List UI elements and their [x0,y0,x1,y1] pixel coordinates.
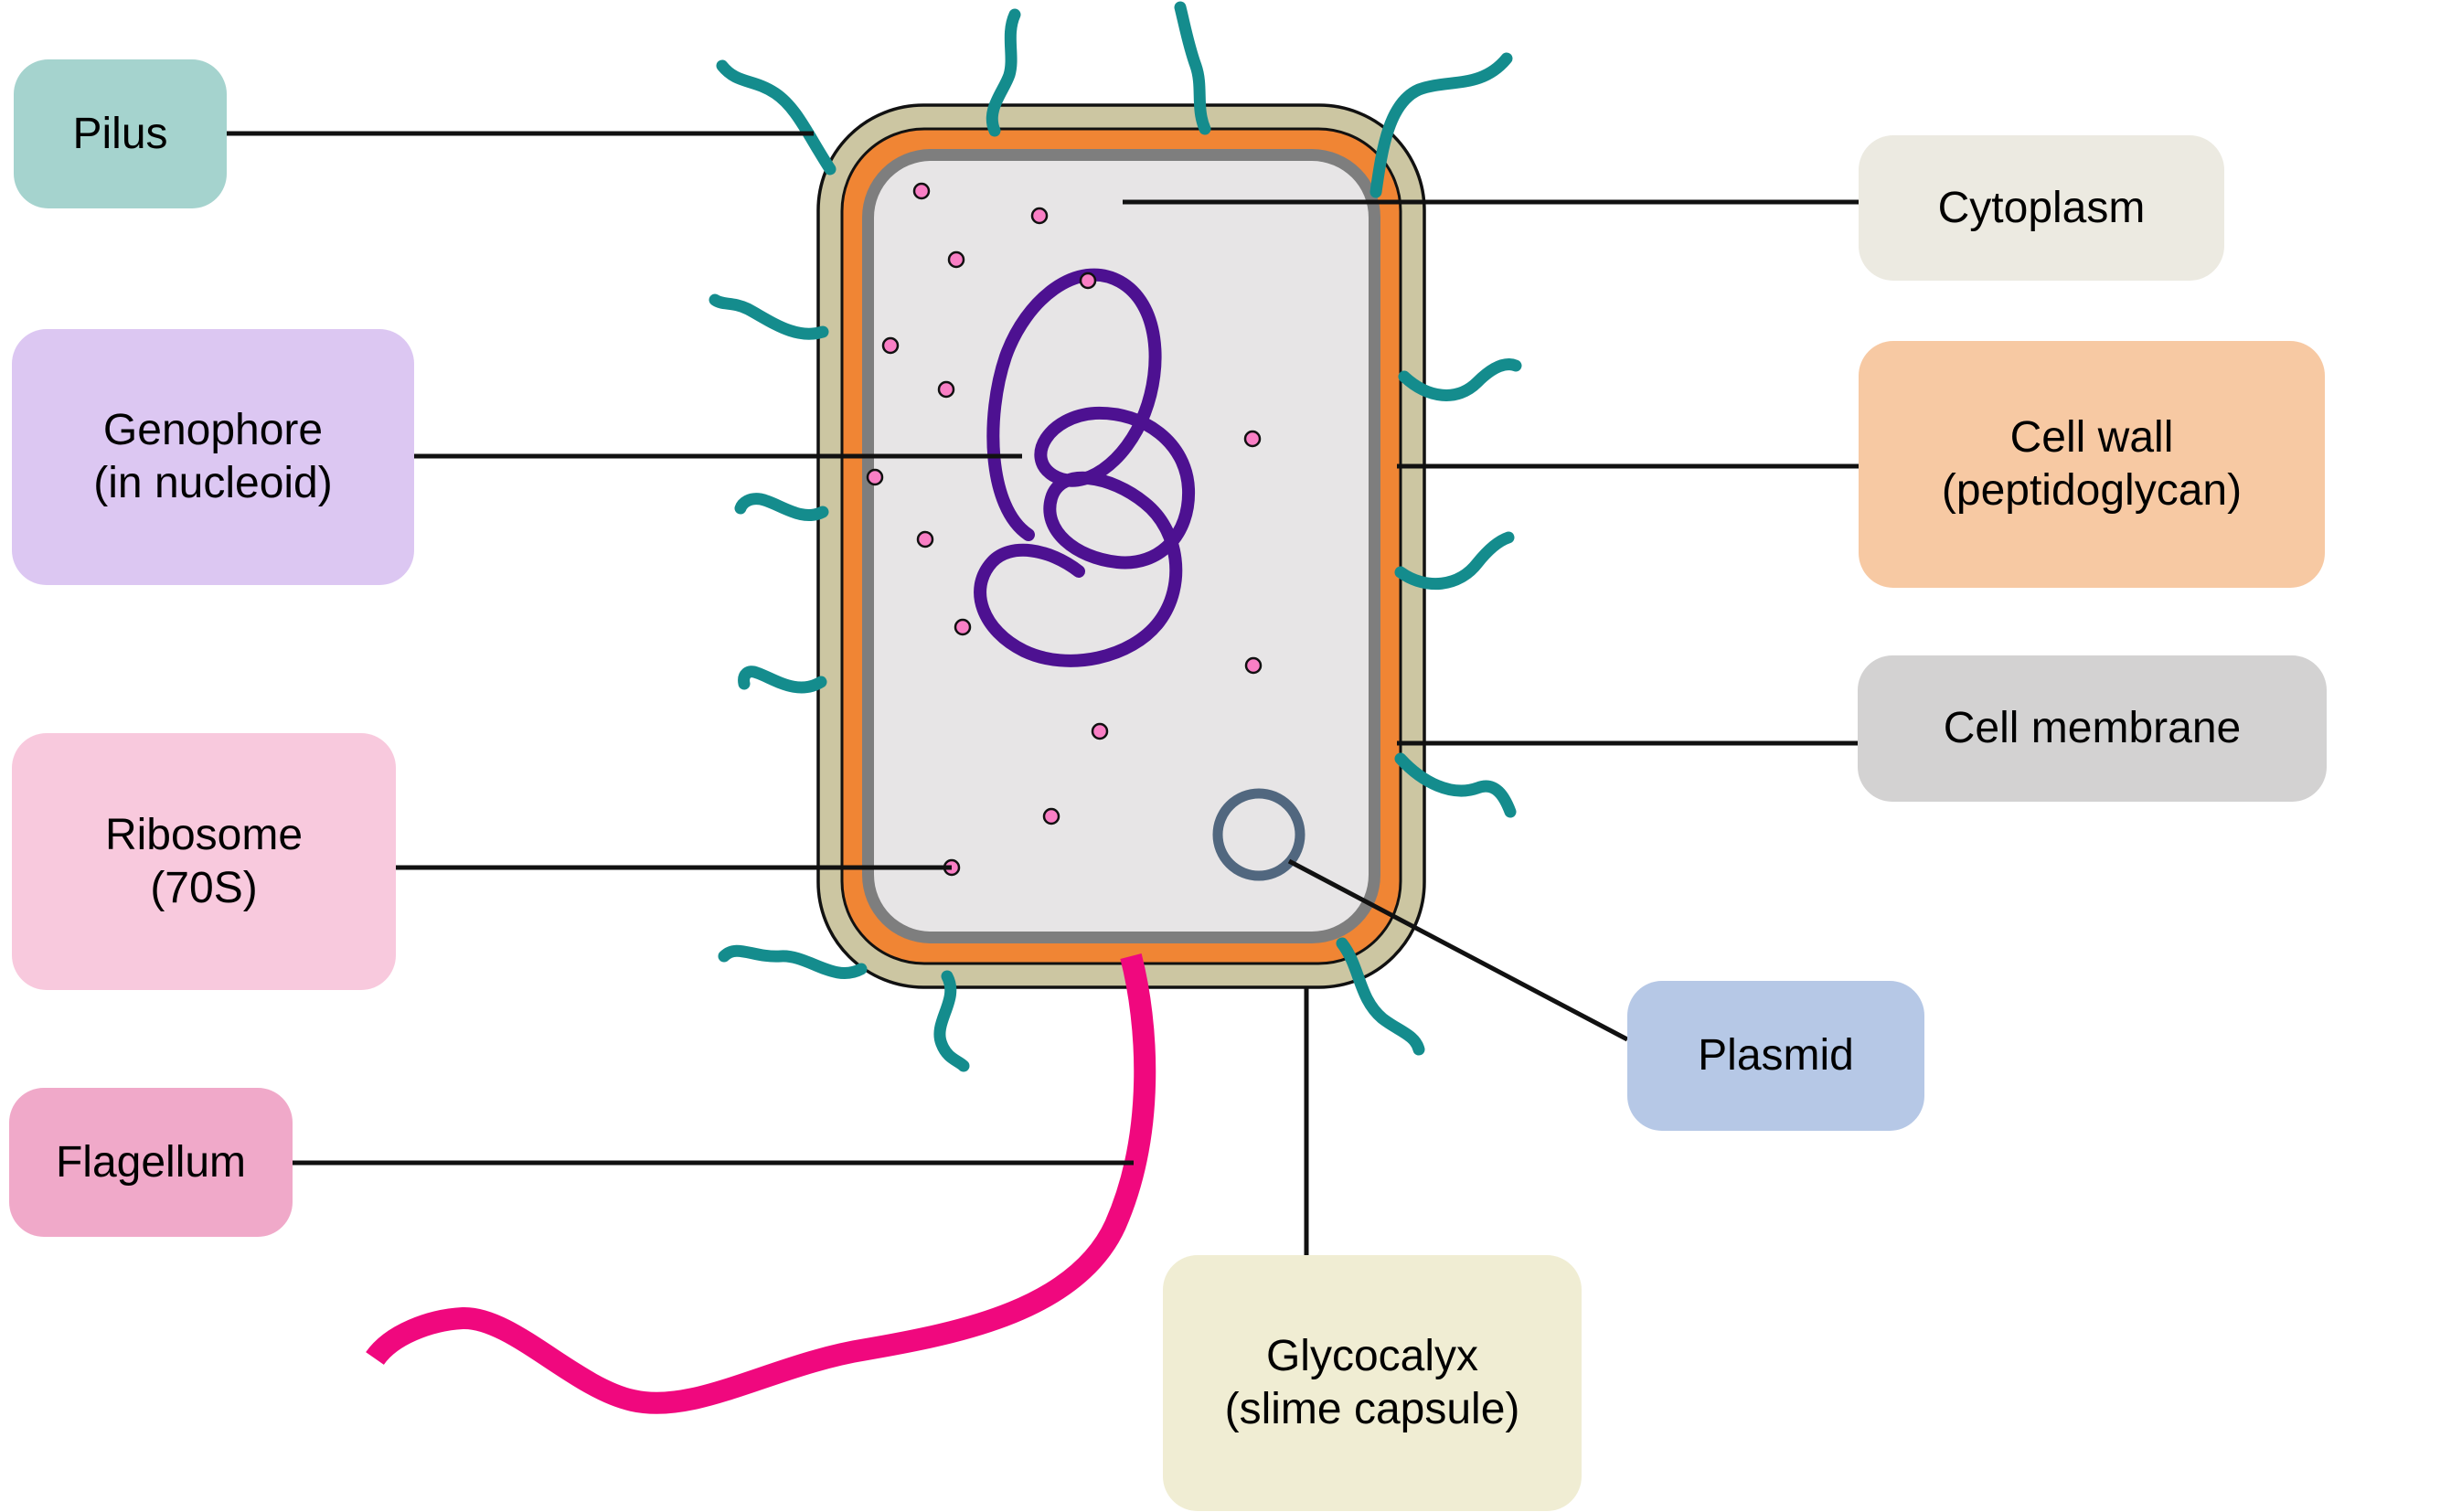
cytoplasm-label: Cytoplasm [1859,135,2224,281]
ribosome-dots [866,182,1263,877]
glycocalyx-label: Glycocalyx (slime capsule) [1163,1255,1582,1511]
pilus-label: Pilus [14,59,227,208]
ribosome-label: Ribosome (70S) [12,733,396,990]
ribosome-dot [947,250,965,269]
ribosome-dot [881,336,900,355]
pilus-shape [933,970,970,1072]
glycocalyx-label-line2: (slime capsule) [1224,1385,1520,1433]
ribosome-dot [866,468,884,486]
pilus-shape [734,493,829,522]
ribosome-dot [1244,656,1263,675]
pilus-shape [1394,531,1515,591]
pilus-shape [718,944,868,979]
ribosome-dot [937,380,955,399]
connector-lines [227,131,1859,1255]
pilus-shape [1394,752,1517,818]
cell-body [816,103,1426,989]
pilus-shape [709,293,829,340]
cell-membrane-label-text: Cell membrane [1943,704,2242,753]
genophore-label-line2: (in nucleoid) [93,459,333,507]
plasmid-shape [1212,788,1305,881]
flagellum-shape [366,953,1156,1414]
ribosome-dot [916,530,934,548]
cell-wall-label-line1: Cell wall [2009,413,2174,463]
pilus-shape [1398,358,1522,401]
pilus-label-text: Pilus [72,109,168,158]
ribosome-dot [1079,272,1097,290]
cell-wall-label-line2: (peptidoglycan) [1941,466,2243,515]
pilus-shape [1336,937,1425,1056]
ribosome-dot [1030,207,1049,225]
pili [709,1,1522,1072]
pilus-shape [738,665,827,694]
plasmid-connector [1287,858,1629,1042]
pilus-shape [986,8,1021,137]
glycocalyx-label-line1: Glycocalyx [1265,1332,1479,1381]
ribosome-dot [1243,430,1262,448]
pilus-shape [1174,1,1211,135]
pilus-shape [716,59,837,176]
pilus-shape [1369,52,1513,198]
genophore-shape [974,268,1196,667]
cytoplasm-shape [874,161,1369,932]
genophore-label-line1: Genophore [102,406,324,455]
cytoplasm-label-text: Cytoplasm [1937,183,2146,232]
ribosome-dot [1091,722,1109,740]
ribosome-label-line2: (70S) [150,863,258,912]
ribosome-dot [1042,807,1060,825]
cell-membrane-label: Cell membrane [1858,655,2327,802]
ribosome-label-line1: Ribosome [104,810,304,859]
flagellum-label: Flagellum [9,1088,293,1237]
flagellum-label-text: Flagellum [55,1137,247,1187]
plasmid-label-text: Plasmid [1698,1031,1854,1081]
genophore-label: Genophore (in nucleoid) [12,329,414,585]
plasmid-label: Plasmid [1627,981,1924,1131]
ribosome-dot [912,182,931,200]
cell-wall-label: Cell wall (peptidoglycan) [1859,341,2325,588]
ribosome-dot [954,618,972,636]
